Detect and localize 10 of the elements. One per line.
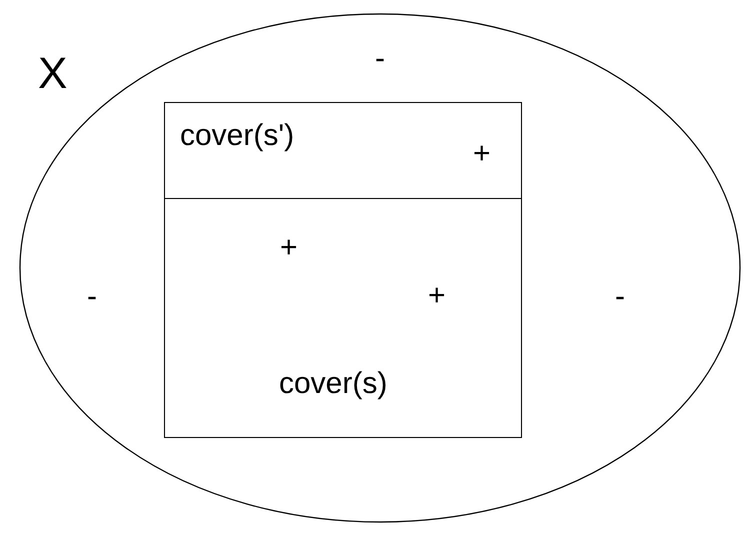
region-label: + xyxy=(280,231,298,265)
region-label: cover(s') xyxy=(180,119,294,153)
region-label: + xyxy=(473,137,491,171)
region-label: + xyxy=(428,279,446,313)
region-label: cover(s) xyxy=(279,367,388,401)
sign-label: - xyxy=(375,42,385,76)
sign-label: - xyxy=(615,280,625,314)
sign-label: - xyxy=(87,280,97,314)
cover-region xyxy=(164,102,522,438)
region-label: X xyxy=(38,50,68,98)
